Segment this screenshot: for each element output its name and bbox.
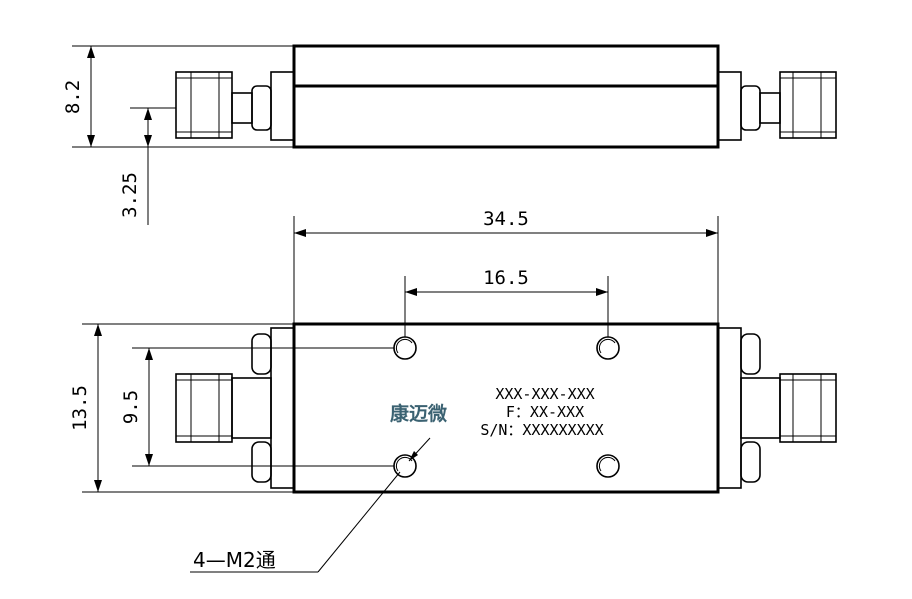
plan-right-connector: [717, 327, 837, 489]
dim-hole-spacing-y-label: 9.5: [120, 390, 142, 424]
hole-callout-label: 4—M2通: [193, 548, 276, 572]
frequency-range: F：XX-XXX: [506, 403, 584, 421]
side-right-connector: [717, 71, 837, 141]
side-view-body: [292, 44, 720, 149]
dim-overall-width: 13.5: [69, 323, 294, 493]
dim-hole-spacing-x: 16.5: [404, 267, 609, 337]
mounting-hole: [393, 336, 417, 360]
dim-top-height: 8.2: [62, 45, 294, 148]
brand-logo: 康迈微: [390, 402, 448, 425]
model-number: XXX-XXX-XXX: [495, 385, 594, 403]
plan-left-connector: [175, 327, 295, 489]
product-label: 康迈微 XXX-XXX-XXX F：XX-XXX S/N：XXXXXXXXX: [390, 385, 604, 439]
mounting-hole: [596, 336, 620, 360]
dim-top-offset-label: 3.25: [119, 172, 141, 218]
side-left-connector: [175, 71, 295, 141]
dim-hole-spacing-y: 9.5: [120, 347, 394, 467]
dim-hole-spacing-x-label: 16.5: [483, 267, 529, 289]
plan-view: 34.5 16.5 13.5 9.5: [69, 208, 837, 573]
dim-top-height-label: 8.2: [62, 80, 84, 114]
dim-overall-width-label: 13.5: [69, 385, 91, 431]
hole-callout: 4—M2通: [190, 437, 431, 573]
dim-top-offset: 3.25: [119, 107, 176, 225]
mounting-hole: [596, 454, 620, 478]
serial-number: S/N：XXXXXXXXX: [480, 421, 603, 439]
dim-overall-length-label: 34.5: [483, 208, 529, 230]
mounting-holes: [393, 336, 620, 478]
side-view: 8.2 3.25: [62, 44, 837, 225]
dim-overall-length: 34.5: [293, 208, 719, 324]
